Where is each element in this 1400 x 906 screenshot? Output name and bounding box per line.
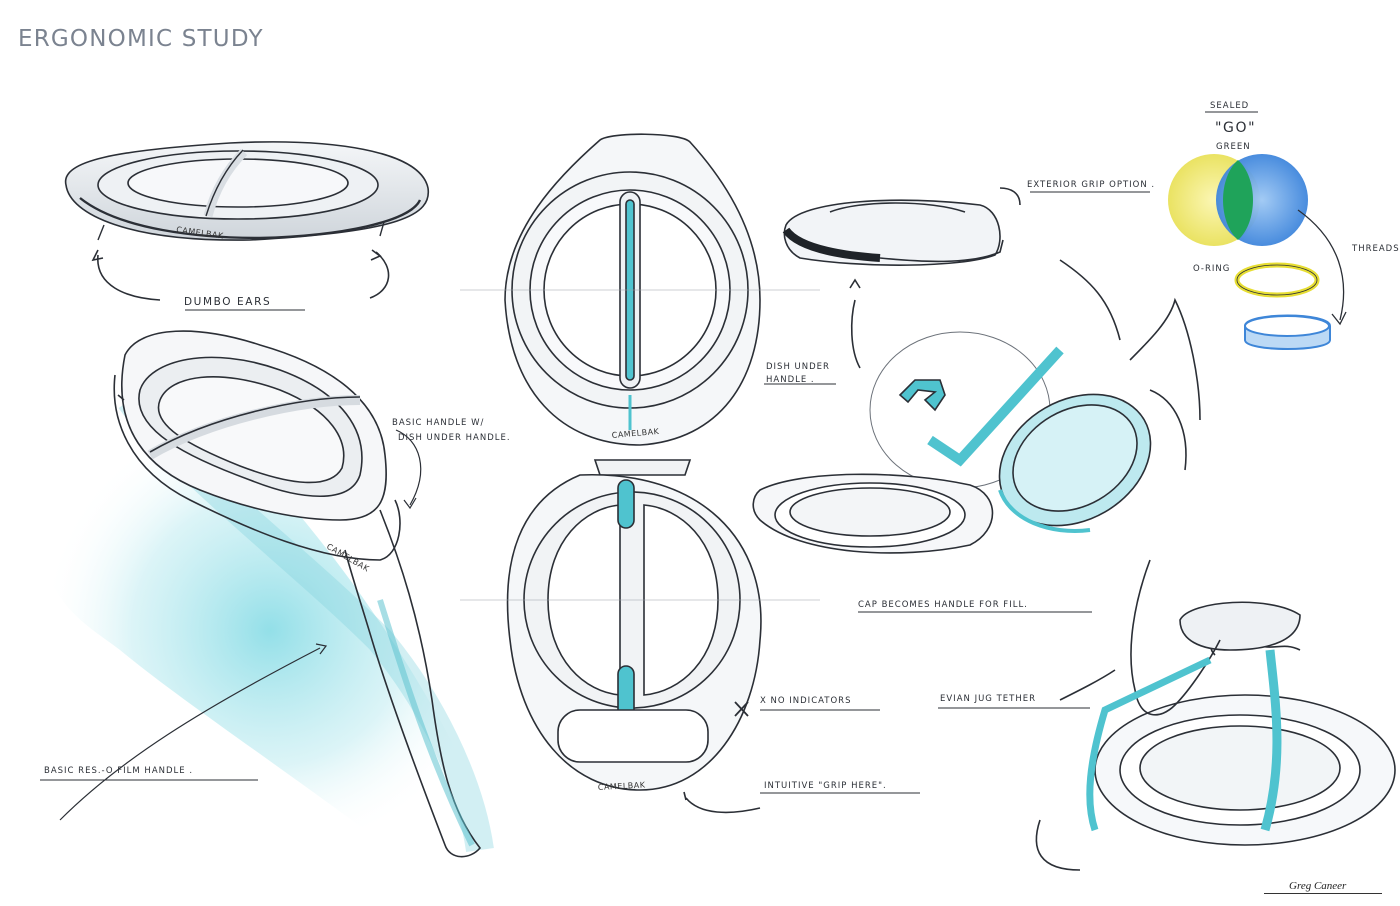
svg-text:CAMELBAK: CAMELBAK xyxy=(611,427,660,440)
page-title: ERGONOMIC STUDY xyxy=(18,26,264,52)
note-cap-handle: CAP BECOMES HANDLE FOR FILL. xyxy=(858,600,1028,610)
sealed-go-diagram xyxy=(1168,111,1347,350)
note-go: "GO" xyxy=(1215,120,1257,136)
note-sealed: SEALED xyxy=(1210,101,1250,111)
dumbo-ears-lid: CAMELBAK xyxy=(64,141,430,311)
note-no-indicators: X NO INDICATORS xyxy=(760,696,852,706)
cap-handle-fill xyxy=(752,259,1201,613)
note-o-ring: O-RING xyxy=(1193,264,1231,274)
basic-handle-sketch: CAMELBAK xyxy=(40,330,500,858)
note-dish-under-2: HANDLE . xyxy=(766,375,815,385)
center-top-cap: CAMELBAK xyxy=(460,133,820,446)
note-basic-handle-2: DISH UNDER HANDLE. xyxy=(398,433,511,443)
note-green: GREEN xyxy=(1216,142,1251,152)
designer-signature: Greg Caneer xyxy=(1289,880,1347,892)
note-dish-under-1: DISH UNDER xyxy=(766,362,830,372)
note-intuitive-grip: INTUITIVE "GRIP HERE". xyxy=(764,781,887,791)
note-basic-handle-1: BASIC HANDLE W/ xyxy=(392,418,485,428)
note-evian-tether: EVIAN JUG TETHER xyxy=(940,694,1037,704)
note-dumbo-ears: DUMBO EARS xyxy=(184,296,272,308)
note-basic-res-film: BASIC RES.-O FILM HANDLE . xyxy=(44,766,194,776)
signature-line xyxy=(1264,893,1382,894)
svg-text:CAMELBAK: CAMELBAK xyxy=(598,781,646,792)
note-threads: THREADS xyxy=(1352,244,1400,254)
center-bottom-cap: CAMELBAK xyxy=(460,459,920,814)
note-exterior-grip: EXTERIOR GRIP OPTION . xyxy=(1027,180,1156,190)
evian-tether xyxy=(938,559,1396,871)
exterior-grip-lid xyxy=(764,187,1150,385)
